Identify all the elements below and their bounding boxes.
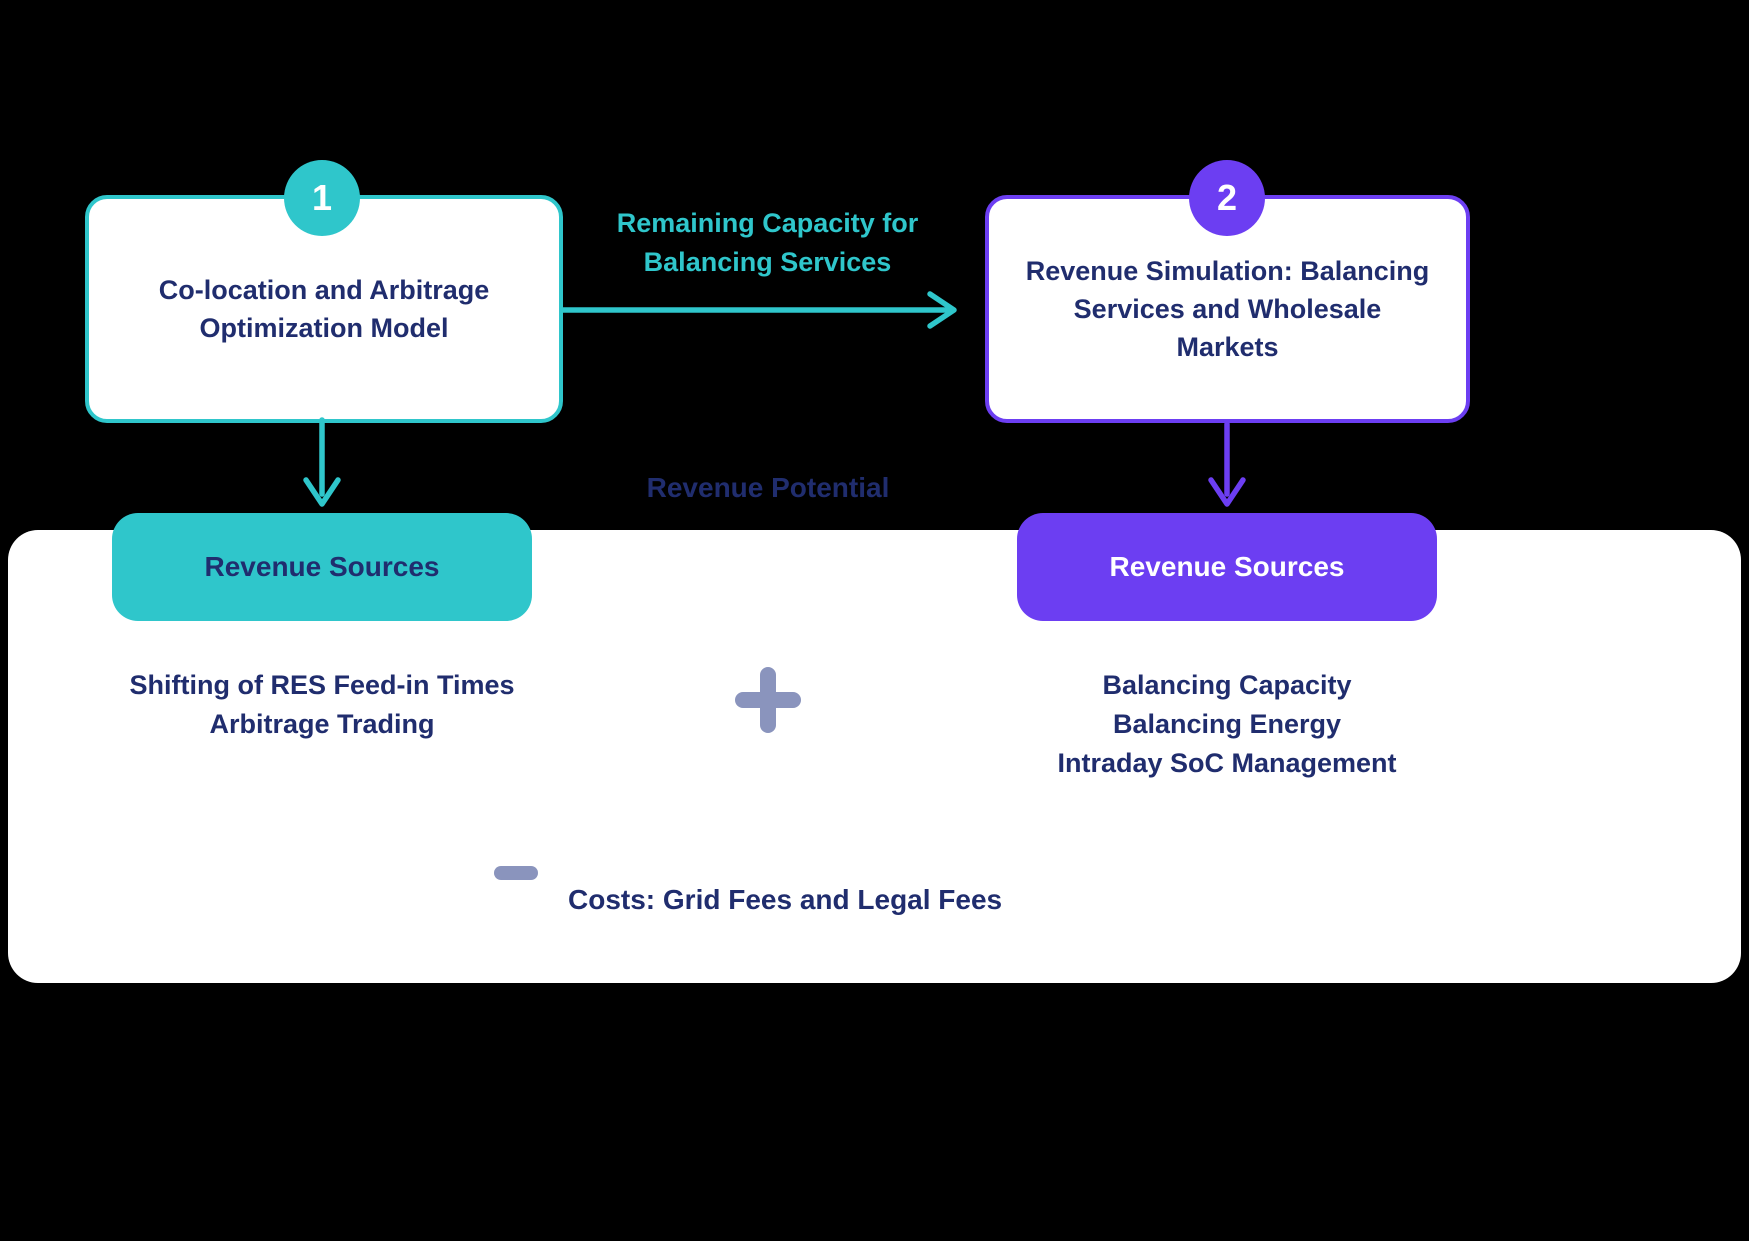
flow-arrow-label: Remaining Capacity for Balancing Service… [616, 208, 919, 278]
step1-title: Co-location and Arbitrage Optimization M… [158, 274, 490, 343]
list-item: Balancing Capacity [1102, 670, 1352, 700]
list-item: Intraday SoC Management [1057, 748, 1397, 779]
arrow-down-icon [1208, 421, 1246, 507]
right-revenue-sources-label: Revenue Sources [1109, 551, 1345, 582]
list-item: Shifting of RES Feed-in Times [129, 670, 515, 700]
left-revenue-sources-label: Revenue Sources [204, 551, 440, 582]
right-revenue-items: Balancing Capacity Balancing Energy Intr… [967, 666, 1487, 783]
costs-label: Costs: Grid Fees and Legal Fees [568, 884, 1003, 915]
plus-icon [735, 667, 801, 733]
minus-icon [494, 866, 538, 880]
step2-badge: 2 [1189, 160, 1265, 236]
list-item: Balancing Energy [1112, 709, 1342, 740]
step1-badge: 1 [284, 160, 360, 236]
step2-title: Revenue Simulation: Balancing Services a… [1025, 255, 1430, 363]
list-item: Arbitrage Trading [209, 709, 435, 740]
left-revenue-sources-header: Revenue Sources [112, 513, 532, 621]
revenue-potential-label: Revenue Potential [646, 472, 890, 503]
left-revenue-items: Shifting of RES Feed-in Times Arbitrage … [82, 666, 562, 744]
right-revenue-sources-header: Revenue Sources [1017, 513, 1437, 621]
arrow-right-icon [559, 291, 957, 329]
step1-badge-number: 1 [311, 177, 333, 218]
arrow-down-icon [303, 417, 341, 507]
step2-badge-number: 2 [1216, 177, 1238, 218]
